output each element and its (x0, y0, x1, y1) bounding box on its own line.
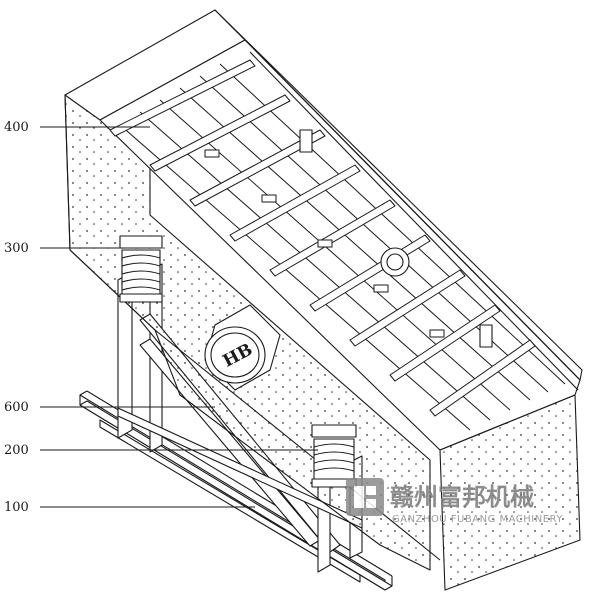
exciter-motor (204, 304, 281, 391)
label-200: 200 (4, 443, 29, 458)
label-400: 400 (4, 120, 29, 135)
watermark-english: GANZHOU FUBANG MACHINERY (392, 514, 563, 525)
label-600: 600 (4, 400, 29, 415)
spring-left (119, 235, 163, 303)
watermark-logo-icon (346, 478, 384, 516)
spring-right (311, 424, 357, 488)
watermark: 赣州富邦机械 GANZHOU FUBANG MACHINERY (346, 478, 563, 525)
label-100: 100 (4, 500, 29, 515)
leader-lines (40, 126, 318, 508)
screen-deck (109, 59, 566, 431)
watermark-chinese: 赣州富邦机械 (390, 483, 534, 511)
far-bearing (299, 129, 493, 348)
label-300: 300 (4, 241, 29, 256)
